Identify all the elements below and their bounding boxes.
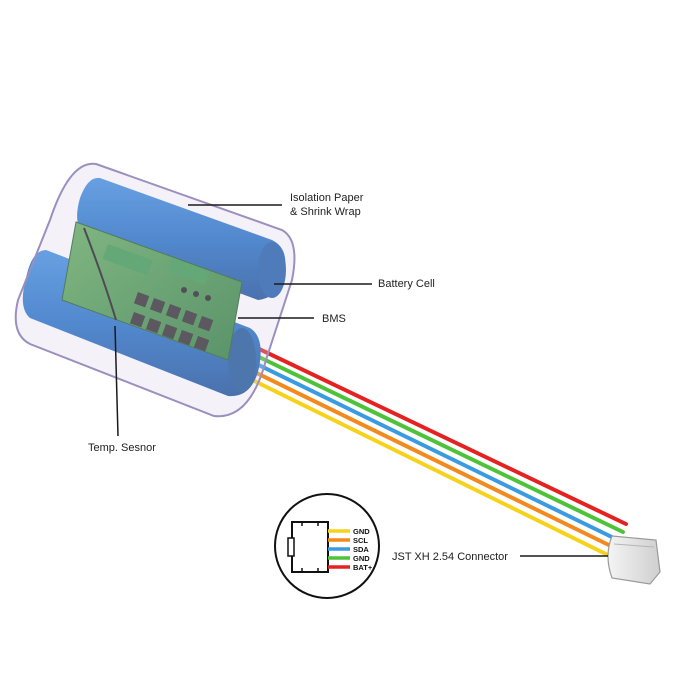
pin-label-5: BAT+: [353, 563, 373, 572]
label-temp-sensor: Temp. Sesnor: [88, 442, 156, 454]
pin-label-3: SDA: [353, 545, 369, 554]
wire-bundle: [226, 334, 628, 560]
wire-blue: [230, 350, 622, 543]
wire-yellow: [226, 366, 616, 560]
temp-sensor-lead: [83, 227, 117, 321]
shrink-wrap: [14, 162, 296, 418]
pin-label-4: GND: [353, 554, 370, 563]
label-isolation-line1: Isolation Paper: [290, 192, 364, 204]
label-bms: BMS: [322, 313, 346, 325]
wire-green: [230, 342, 625, 534]
battery-cell-top: [77, 177, 286, 300]
battery-pack: [14, 162, 296, 418]
label-battery-cell: Battery Cell: [378, 278, 435, 290]
pin-label-2: SCL: [353, 536, 368, 545]
wire-orange: [228, 358, 619, 551]
bms-board: [61, 221, 243, 361]
bms-mosfets: [129, 292, 214, 352]
label-isolation-line2: & Shrink Wrap: [290, 206, 361, 218]
wire-red: [230, 334, 628, 526]
pin-label-1: GND: [353, 527, 370, 536]
label-connector: JST XH 2.54 Connector: [392, 551, 508, 563]
jst-connector: [607, 535, 661, 585]
leader-lines: [114, 204, 608, 557]
